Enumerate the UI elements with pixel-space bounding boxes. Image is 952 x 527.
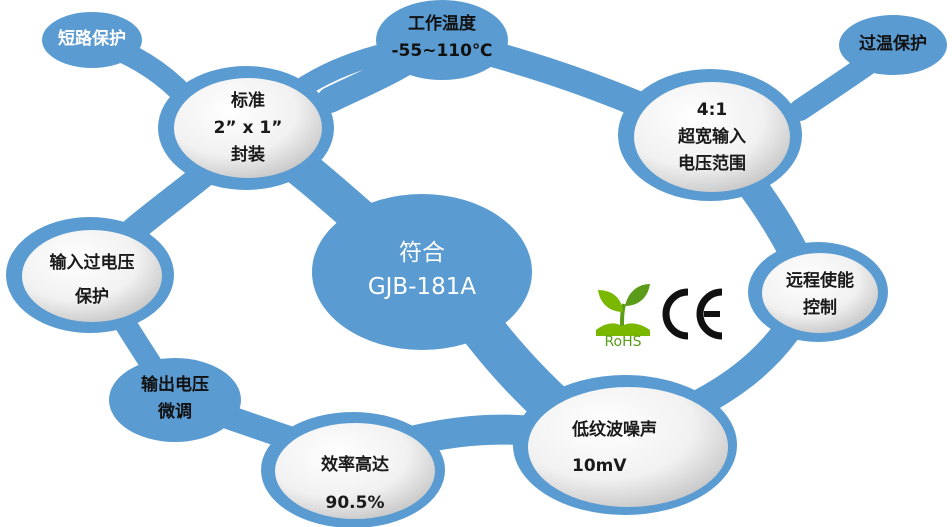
blob-compliance [312,194,532,350]
bubble-standard-package [174,78,322,178]
node-input-overvoltage: 输入过电压 保护 [30,246,154,314]
wide-input-line2: 超宽输入 [678,127,746,147]
efficiency-line1: 效率高达 [321,455,389,475]
node-noise: 低纹波噪声 10mV [572,412,692,484]
over-temp-label: 过温保护 [859,34,927,54]
ring-short-circuit [42,12,142,68]
bubble-remote-control [762,253,878,333]
remote-control-line1: 远程使能 [786,271,854,291]
node-compliance: 符合 GJB-181A [340,236,504,304]
compliance-line1: 符合 [399,240,445,266]
operating-temp-range: -55~110℃ [391,41,493,61]
blob-output-trim [109,358,241,442]
bubble-noise [528,387,728,507]
bubble-input-overvoltage [22,230,162,322]
standard-package-size: 2” x 1” [213,118,283,138]
node-short-circuit: 短路保护 [42,26,142,53]
noise-line1: 低纹波噪声 [572,420,657,440]
ring-over-temp [839,15,947,75]
wide-input-line3: 电压范围 [678,154,746,174]
ring-operating-temp [376,0,508,80]
node-wide-input: 4:1 超宽输入 电压范围 [652,97,772,178]
efficiency-value: 90.5% [325,493,385,513]
compliance-standard: GJB-181A [367,274,477,300]
short-circuit-label: 短路保护 [58,29,126,49]
rohs-logo: RoHS [592,278,654,354]
operating-temp-title: 工作温度 [408,14,476,34]
network-bubbles [22,78,878,519]
output-trim-line1: 输出电压 [141,375,209,395]
ce-mark [660,286,726,342]
standard-package-line3: 封装 [231,145,265,165]
ce-mark-icon [662,288,723,340]
node-remote-control: 远程使能 控制 [770,268,870,322]
node-standard-package: 标准 2” x 1” 封装 [188,88,308,169]
bubble-wide-input [634,82,790,192]
node-efficiency: 效率高达 90.5% [300,446,410,522]
noise-value: 10mV [572,456,627,476]
node-output-trim: 输出电压 微调 [120,372,230,426]
wide-input-ratio: 4:1 [696,100,728,120]
node-over-temp: 过温保护 [840,31,946,58]
plant-sprout-icon [596,284,650,336]
input-overvoltage-line2: 保护 [75,287,109,307]
remote-control-line2: 控制 [803,298,837,318]
rohs-text: RoHS [604,334,642,350]
node-operating-temp: 工作温度 -55~110℃ [376,11,508,65]
output-trim-line2: 微调 [158,402,192,422]
bubble-efficiency [275,423,435,519]
standard-package-line1: 标准 [231,91,265,111]
input-overvoltage-line1: 输入过电压 [49,253,135,273]
